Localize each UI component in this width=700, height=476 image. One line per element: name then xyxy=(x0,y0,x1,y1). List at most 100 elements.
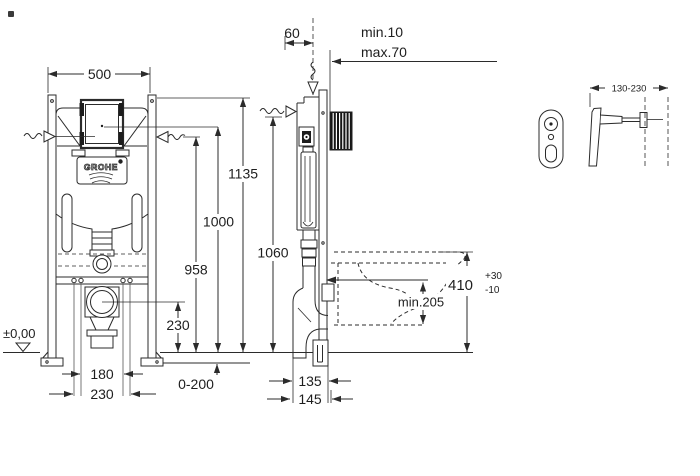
cistern-top-slant xyxy=(123,115,147,147)
rail-hole xyxy=(321,111,325,115)
side-slot xyxy=(131,193,143,253)
elbow-detail xyxy=(297,307,312,323)
actuator-small-button xyxy=(547,133,555,141)
rail-hole xyxy=(321,241,325,245)
dim-1000-label: 1000 xyxy=(203,214,234,230)
mounting-stud xyxy=(71,277,77,284)
rod-nut xyxy=(639,112,648,128)
clip xyxy=(115,149,130,157)
bellows-ring xyxy=(302,257,316,267)
window-clamp xyxy=(79,103,84,116)
water-squiggle-icon xyxy=(23,133,43,139)
floor-reference xyxy=(3,342,473,364)
rail-hole xyxy=(50,99,54,103)
dim-180-label: 180 xyxy=(90,366,114,382)
dim-410: 410 +30 -10 xyxy=(438,251,508,352)
drain-funnel xyxy=(89,316,97,331)
rail-hole xyxy=(150,99,154,103)
dim-130-230-label: 130-230 xyxy=(612,84,647,95)
drain-flange xyxy=(86,329,118,337)
anchor-hole xyxy=(45,360,49,364)
dim-1060-label: 1060 xyxy=(257,245,288,261)
dim-0-200-label: 0-200 xyxy=(178,376,214,392)
base-plate-right xyxy=(140,357,164,367)
lever-blade xyxy=(588,107,623,167)
dim-230-outlet-label: 230 xyxy=(166,317,190,333)
brand-badge: GROHE xyxy=(76,156,128,185)
drain-elbow xyxy=(292,287,328,359)
wc-bowl-outline xyxy=(331,251,466,326)
datum-triangle-icon xyxy=(14,342,32,353)
dim-958-label: 958 xyxy=(184,262,208,278)
clip xyxy=(71,149,86,157)
dim-230-bottom: 230 xyxy=(49,386,156,402)
window-center-mark xyxy=(100,124,104,128)
flow-arrow-icon xyxy=(43,130,57,143)
wall-hatch xyxy=(329,111,353,151)
cistern-profile xyxy=(292,96,335,359)
actuator-oval-button xyxy=(545,144,557,163)
badge-dot-icon xyxy=(118,159,123,164)
dim-130-230: 130-230 xyxy=(589,81,668,107)
remote-actuator-side xyxy=(588,97,669,168)
base-plate-left xyxy=(40,357,64,367)
window-clamp xyxy=(79,132,84,145)
flush-bend-connector-inner xyxy=(96,258,108,270)
actuator-big-button xyxy=(544,117,558,131)
dim-1060: 1060 xyxy=(256,116,290,352)
flush-bend-connector xyxy=(92,254,112,274)
dim-wall-max-label: max.70 xyxy=(361,44,407,60)
wave-icon xyxy=(88,172,114,176)
actuator-body xyxy=(538,109,564,169)
dim-1135: 1135 xyxy=(157,97,260,352)
dim-1135-label: 1135 xyxy=(228,166,258,182)
frame-rail-right xyxy=(147,94,157,359)
inspection-window xyxy=(79,98,125,150)
wave-icon xyxy=(89,176,113,180)
mounting-stud xyxy=(127,277,133,284)
dim-500-label: 500 xyxy=(88,66,112,82)
front-view: GROHE xyxy=(23,94,186,396)
bellows-ring xyxy=(300,239,318,249)
wave-icon xyxy=(91,180,111,184)
flush-axis-arrow-icon xyxy=(326,276,336,284)
anchor-hole xyxy=(155,360,159,364)
dim-1000: 1000 xyxy=(104,126,235,352)
bowl-seat-top xyxy=(334,251,466,271)
dim-230-bottom-label: 230 xyxy=(90,386,114,402)
frame-rail-side xyxy=(318,89,328,353)
actuator-button-center xyxy=(549,122,553,126)
scan-artifact xyxy=(8,11,14,17)
dim-410-tol-plus: +30 xyxy=(485,271,502,282)
dim-958: 958 xyxy=(182,136,210,352)
dim-60-label: 60 xyxy=(284,25,300,41)
window-inner xyxy=(85,104,119,144)
datum-label: ±0,00 xyxy=(3,326,35,341)
actuator-feed-arrow xyxy=(307,61,319,96)
dim-410-tol-minus: -10 xyxy=(485,285,500,296)
dim-wall-min-label: min.10 xyxy=(361,24,403,40)
drain-elbow-inner xyxy=(314,288,329,316)
badge-plate xyxy=(76,156,128,185)
flush-valve xyxy=(300,151,317,229)
brand-logo-text: GROHE xyxy=(84,162,118,172)
side-water-inlet xyxy=(259,105,298,118)
dim-min-205: min.205 xyxy=(392,282,450,324)
window-clamp xyxy=(119,103,124,116)
dim-180: 180 xyxy=(62,366,143,382)
dimensions: 500 1135 1000 958 1060 xyxy=(3,24,508,407)
flow-arrow-icon xyxy=(285,105,298,118)
side-slot xyxy=(61,193,73,253)
mounting-stud xyxy=(78,277,84,284)
window-clamp xyxy=(119,132,124,145)
dim-145-label: 145 xyxy=(298,391,322,407)
water-squiggle-icon xyxy=(259,108,285,114)
valve-top xyxy=(302,146,314,153)
wall-hatch-stripes xyxy=(332,113,350,149)
dim-410-label: 410 xyxy=(448,277,473,294)
bellows-ring xyxy=(301,248,317,258)
water-inlet-right xyxy=(155,130,186,144)
water-inlet-left xyxy=(23,130,95,143)
dim-wall-thickness: min.10 max.70 xyxy=(329,24,497,112)
